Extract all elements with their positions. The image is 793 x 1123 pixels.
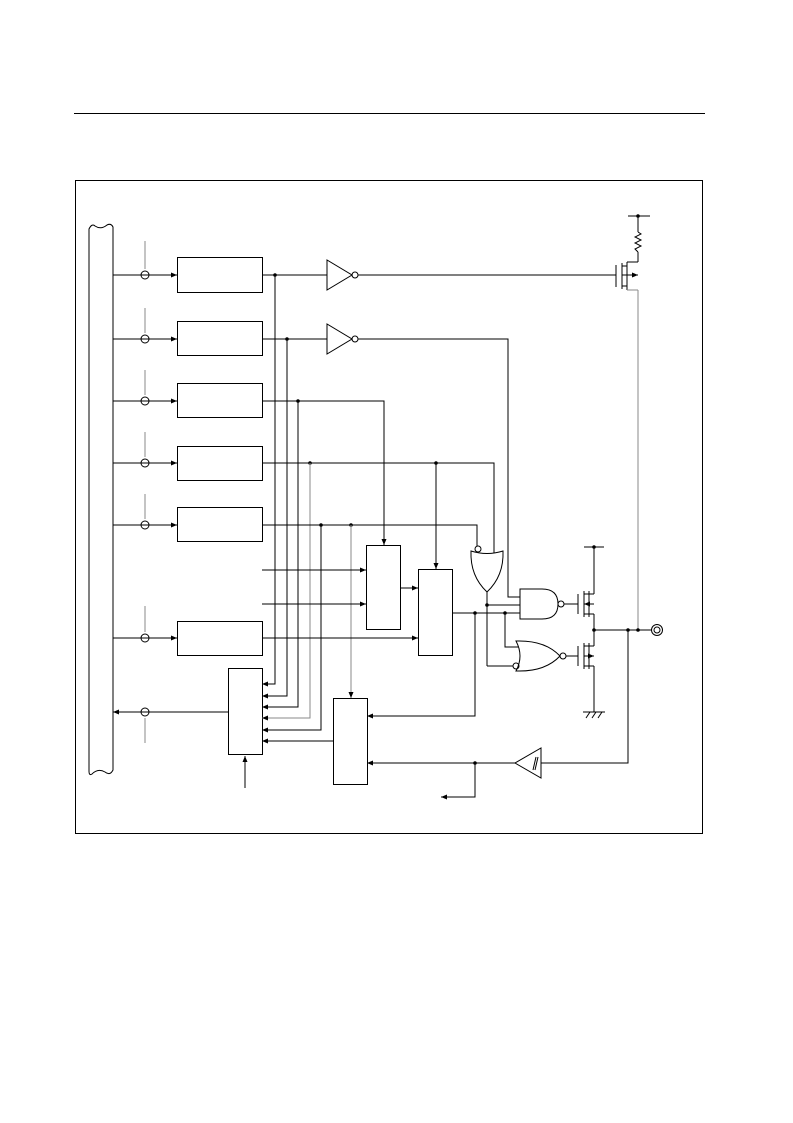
inverting-buffer-1 <box>326 259 359 291</box>
figure-frame <box>75 180 703 834</box>
register-output-wires <box>262 273 495 744</box>
internal-bus <box>88 223 114 776</box>
input-path-wires <box>367 760 515 800</box>
or-gate <box>470 545 504 666</box>
register-block-2 <box>177 321 263 356</box>
nor-gate <box>487 611 567 672</box>
input-latch-block <box>333 698 368 785</box>
output-node-wires <box>541 628 652 764</box>
schmitt-trigger-buffer <box>513 747 542 779</box>
buffer-2-output-wire <box>358 338 520 598</box>
bus-read-line <box>113 707 248 788</box>
register-block-6 <box>177 621 263 656</box>
read-mux-block <box>228 668 263 755</box>
register-block-4 <box>177 446 263 481</box>
page-header-rule <box>74 113 705 114</box>
output-p-channel-transistor <box>564 545 604 630</box>
register-block-5 <box>177 507 263 542</box>
logic-b-output-wires <box>367 611 477 719</box>
logic-block-b <box>418 569 453 656</box>
output-n-channel-transistor <box>566 630 595 712</box>
register-block-3 <box>177 383 263 418</box>
pull-up-resistor <box>628 214 650 253</box>
ground-symbol <box>583 711 605 719</box>
bus-write-lines <box>113 241 177 643</box>
pull-up-transistor <box>615 252 639 630</box>
logic-block-a <box>366 545 401 630</box>
inverting-buffer-2 <box>326 323 359 355</box>
port-pin-terminal[interactable] <box>651 624 663 636</box>
register-block-1 <box>177 257 263 293</box>
